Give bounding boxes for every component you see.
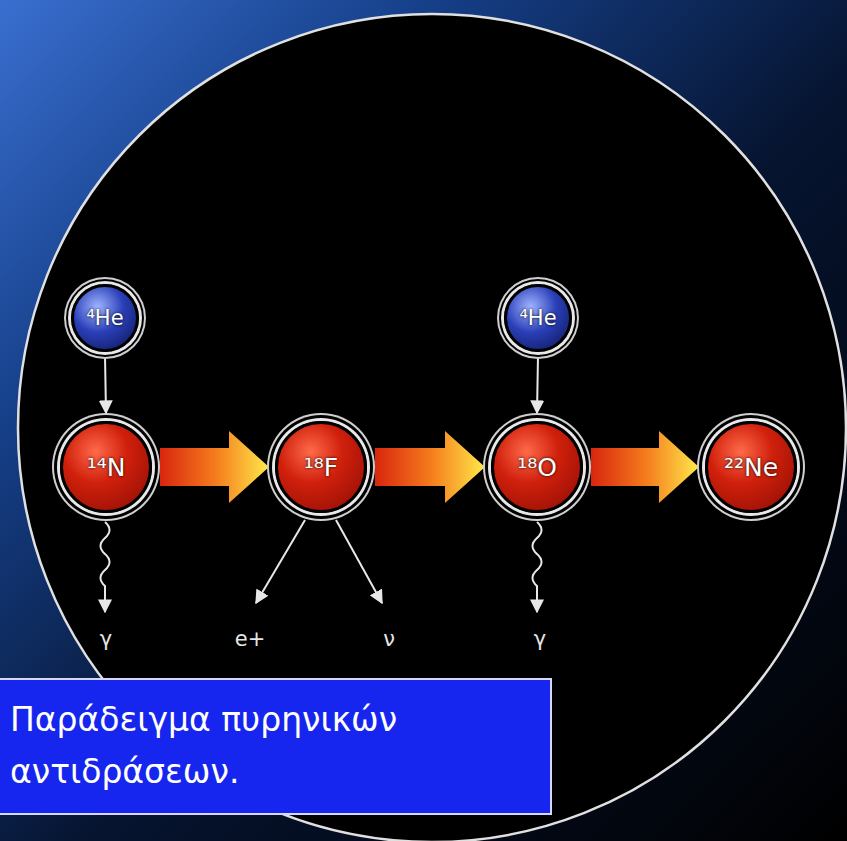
- particle-label: ν: [383, 627, 395, 651]
- gamma-wave: [101, 522, 110, 612]
- nucleus-circle: ⁴He: [504, 284, 572, 352]
- capture-arrow: [537, 356, 538, 413]
- isotope-label: ¹⁸O: [517, 453, 557, 482]
- nucleus-circle: ⁴He: [71, 284, 139, 352]
- nucleus-circle: ²²Ne: [705, 421, 797, 513]
- reaction-arrow: [375, 431, 485, 503]
- reaction-arrow: [160, 431, 269, 503]
- positron-leader: [256, 520, 305, 603]
- nucleus-circle: ¹⁸O: [491, 421, 583, 513]
- reaction-arrow: [591, 431, 699, 503]
- neutrino-leader: [336, 520, 382, 603]
- isotope-label: ¹⁸F: [304, 453, 338, 482]
- isotope-label: ⁴He: [519, 306, 556, 330]
- particle-label: e+: [235, 627, 266, 651]
- capture-arrow: [105, 356, 106, 413]
- caption-box: Παράδειγμα πυρηνικών αντιδράσεων.: [0, 678, 552, 815]
- nucleus-circle: ¹⁸F: [275, 421, 367, 513]
- nucleus-circle: ¹⁴N: [60, 421, 152, 513]
- caption-text: Παράδειγμα πυρηνικών αντιδράσεων.: [10, 694, 538, 798]
- particle-label: γ: [100, 627, 112, 651]
- isotope-label: ¹⁴N: [87, 453, 126, 482]
- gamma-wave: [533, 522, 542, 612]
- isotope-label: ²²Ne: [724, 453, 778, 482]
- isotope-label: ⁴He: [86, 306, 123, 330]
- particle-label: γ: [534, 627, 546, 651]
